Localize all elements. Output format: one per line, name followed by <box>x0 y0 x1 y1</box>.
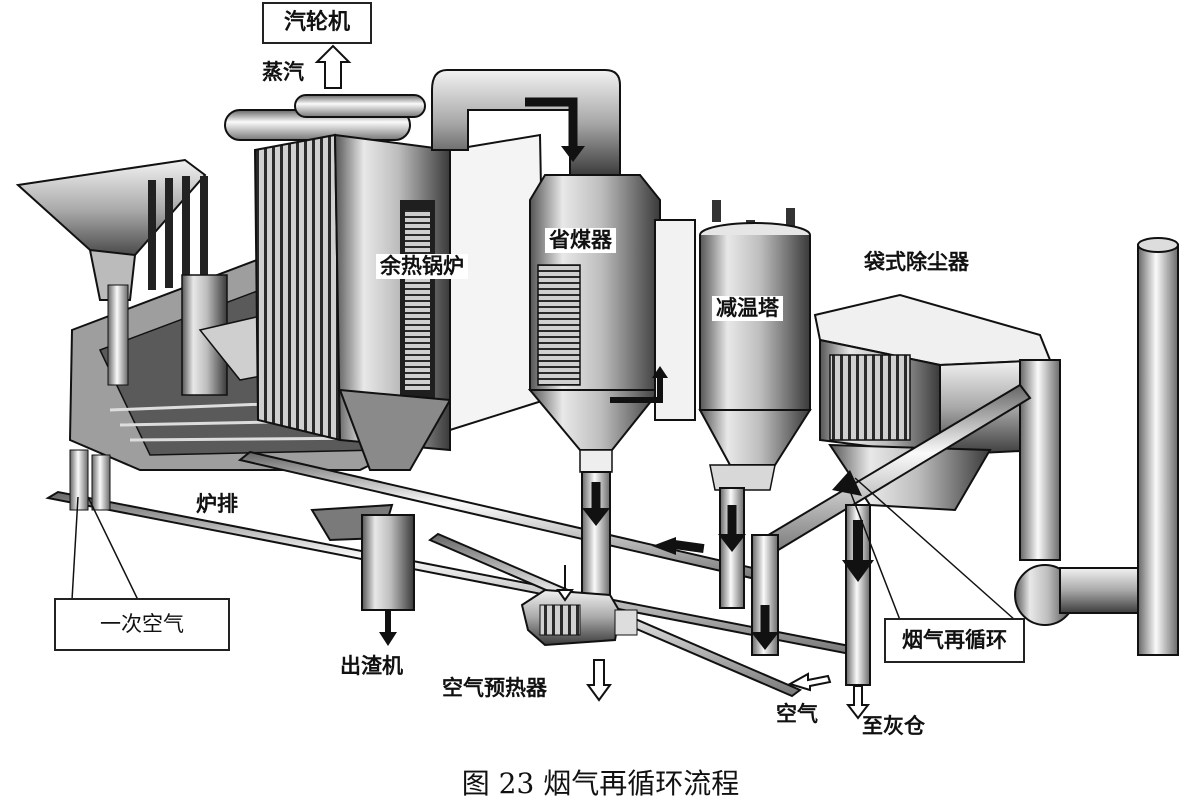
slag-remover <box>310 503 415 646</box>
label-steam: 蒸汽 <box>262 60 304 84</box>
waste-heat-boiler <box>224 94 547 471</box>
label-economizer: 省煤器 <box>545 228 616 253</box>
label-air-preheater: 空气预热器 <box>442 676 547 700</box>
id-fan <box>1014 359 1141 626</box>
flow-arrows <box>314 44 874 720</box>
flue-duct <box>431 69 621 176</box>
cooling-tower <box>698 200 812 491</box>
label-primary-air: 一次空气 <box>54 598 230 651</box>
leader-lines <box>71 477 1016 621</box>
label-turbine: 汽轮机 <box>262 2 373 44</box>
label-to-ash-silo: 至灰仓 <box>862 714 925 738</box>
economizer <box>527 174 663 473</box>
label-flue-gas-recirculation: 烟气再循环 <box>884 618 1025 663</box>
recirculation-piping <box>45 383 1032 698</box>
air-preheater-unit <box>520 565 638 702</box>
label-air: 空气 <box>776 702 818 726</box>
label-grate: 炉排 <box>196 492 238 516</box>
label-cooling-tower: 减温塔 <box>712 296 783 321</box>
label-waste-heat-boiler: 余热锅炉 <box>376 254 468 279</box>
economizer-tower-duct <box>610 219 696 421</box>
label-slag-remover: 出渣机 <box>340 654 403 678</box>
label-bag-filter: 袋式除尘器 <box>864 250 969 274</box>
feed-hopper <box>15 158 208 301</box>
figure-caption: 图 23 烟气再循环流程 <box>461 767 740 800</box>
chimney <box>1137 237 1179 656</box>
